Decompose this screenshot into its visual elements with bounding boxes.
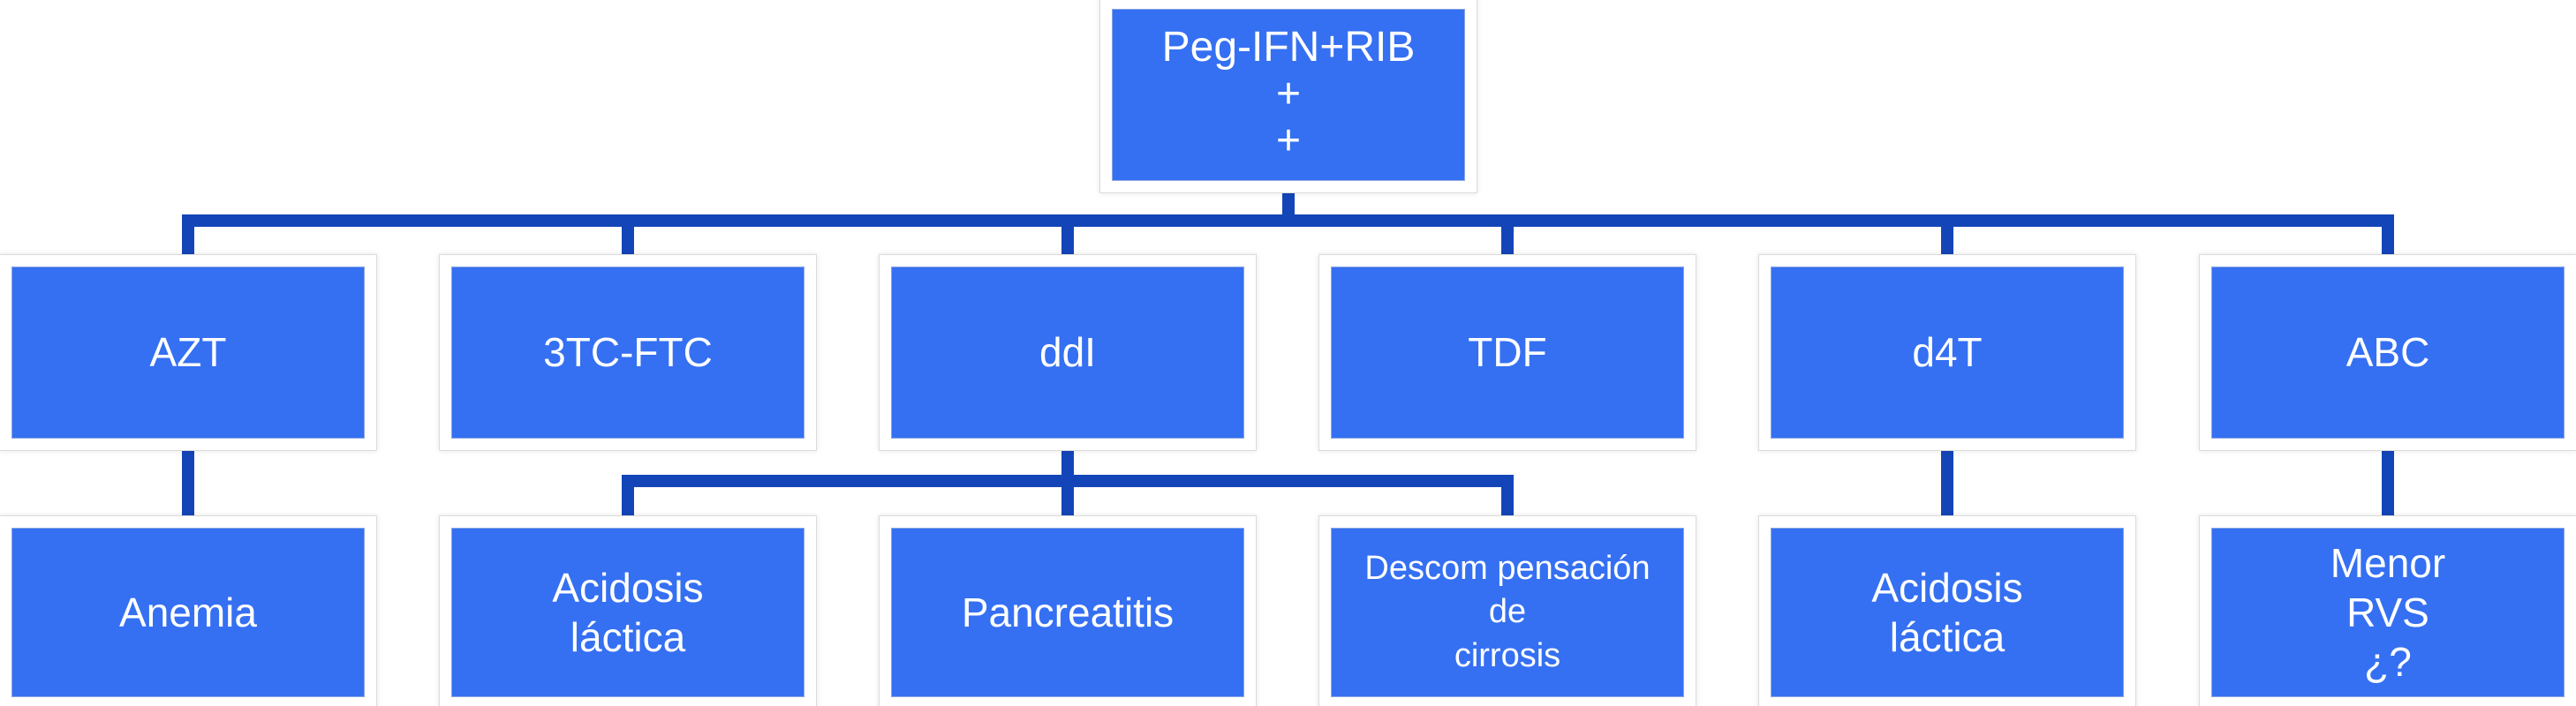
root-node-label: Peg-IFN+RIB + +: [1161, 24, 1416, 164]
effect-node-anemia: Anemia: [11, 528, 365, 697]
effect-node-label: Menor RVS ¿?: [2330, 539, 2446, 686]
effect-node-acidosis-ddi: Acidosis láctica: [451, 528, 805, 697]
effect-node-menor-rvs: Menor RVS ¿?: [2211, 528, 2565, 697]
effect-node-acidosis-d4t: Acidosis láctica: [1771, 528, 2124, 697]
root-node: Peg-IFN+RIB + +: [1112, 9, 1465, 181]
drug-node-label: ddI: [1039, 328, 1096, 375]
drug-node-ddi: ddI: [891, 267, 1244, 439]
drug-node-label: TDF: [1468, 328, 1547, 375]
effect-node-label: Pancreatitis: [961, 589, 1175, 635]
effect-node-label: Anemia: [119, 589, 257, 635]
effect-node-cirrosis: Descom pensación de cirrosis: [1331, 528, 1684, 697]
drug-node-label: 3TC-FTC: [543, 328, 713, 375]
drug-node-label: ABC: [2346, 328, 2430, 375]
drug-node-label: d4T: [1912, 328, 1983, 375]
drug-node-label: AZT: [149, 328, 227, 375]
drug-node-d4t: d4T: [1771, 267, 2124, 439]
effect-node-pancreatitis: Pancreatitis: [891, 528, 1244, 697]
drug-node-abc: ABC: [2211, 267, 2565, 439]
effect-node-label: Acidosis láctica: [552, 564, 704, 660]
drug-node-azt: AZT: [11, 267, 365, 439]
drug-node-3tc-ftc: 3TC-FTC: [451, 267, 805, 439]
drug-node-tdf: TDF: [1331, 267, 1684, 439]
effect-node-label: Acidosis láctica: [1871, 564, 2023, 660]
effect-node-label: Descom pensación de cirrosis: [1364, 549, 1651, 674]
